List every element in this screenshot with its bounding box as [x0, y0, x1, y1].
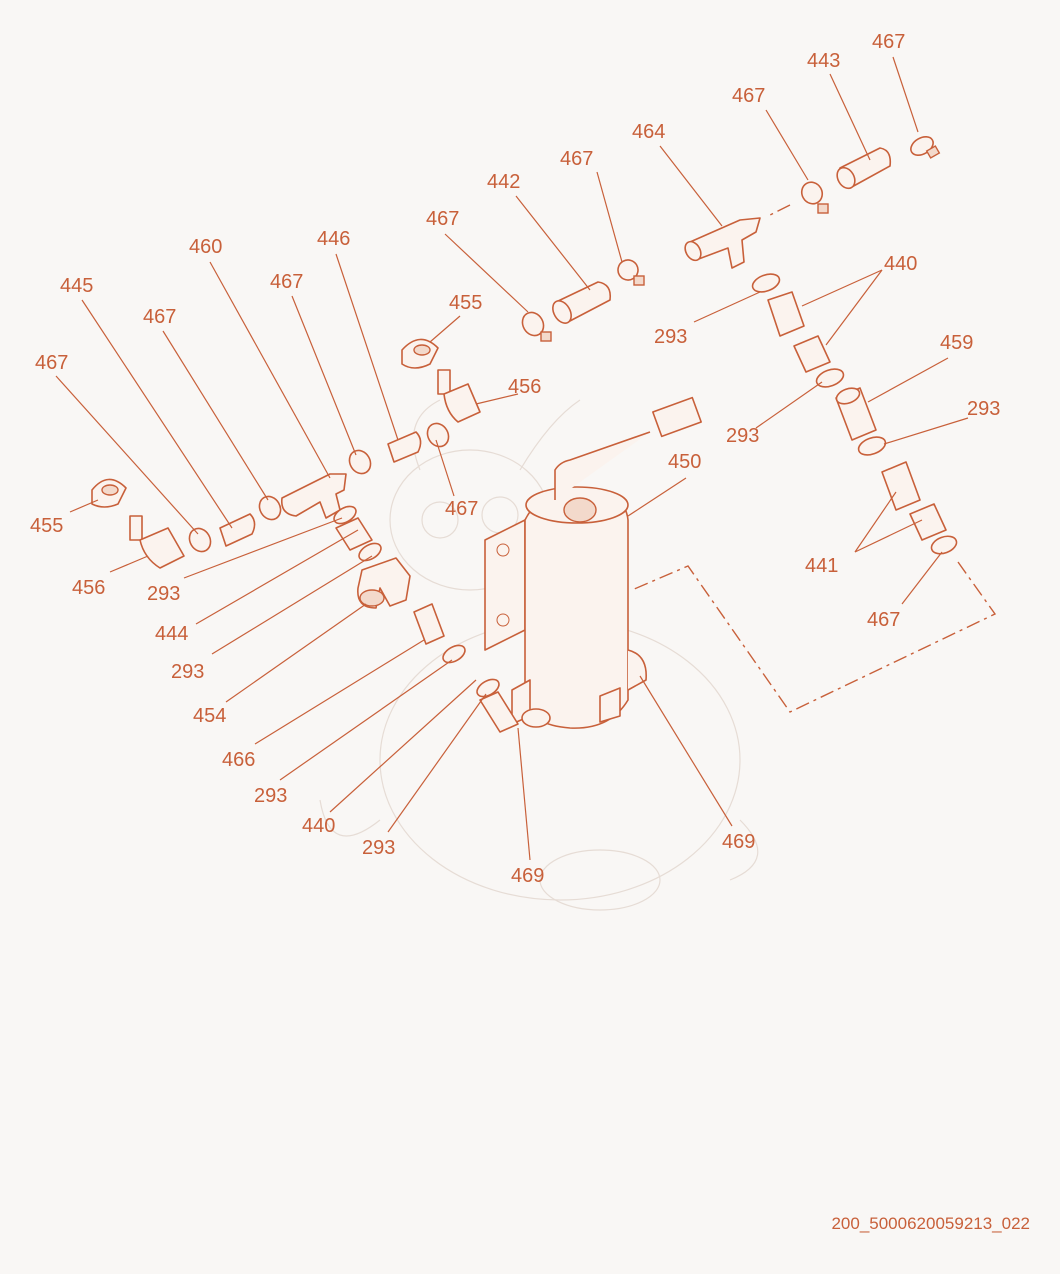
- callout: 450: [668, 451, 701, 473]
- callout: 445: [60, 275, 93, 297]
- leader-lines: [55, 56, 969, 861]
- callout: 293: [726, 425, 759, 447]
- callout: 454: [193, 705, 226, 727]
- callout: 467: [426, 208, 459, 230]
- callout: 440: [884, 253, 917, 275]
- callout: 466: [222, 749, 255, 771]
- callout: 293: [147, 583, 180, 605]
- callout: 455: [449, 292, 482, 314]
- pump-cylinder: [484, 396, 702, 729]
- callout: 456: [508, 376, 541, 398]
- callout: 467: [867, 609, 900, 631]
- callout: 459: [940, 332, 973, 354]
- callout: 467: [445, 498, 478, 520]
- callout: 442: [487, 171, 520, 193]
- callout: 293: [967, 398, 1000, 420]
- upper-right-hose-assembly: [521, 136, 997, 713]
- callout: 467: [143, 306, 176, 328]
- callout: 469: [511, 865, 544, 887]
- callout: 440: [302, 815, 335, 837]
- left-hose-assembly: [91, 338, 551, 733]
- callout: 441: [805, 555, 838, 577]
- callout: 460: [189, 236, 222, 258]
- callout: 446: [317, 228, 350, 250]
- callout: 467: [732, 85, 765, 107]
- callout: 443: [807, 50, 840, 72]
- callout-labels: 467 443 467 464 467 442 467 440 460 446 …: [30, 31, 1000, 887]
- drawing-code: 200_5000620059213_022: [831, 1214, 1030, 1233]
- callout: 444: [155, 623, 188, 645]
- callout: 467: [872, 31, 905, 53]
- callout: 293: [254, 785, 287, 807]
- callout: 455: [30, 515, 63, 537]
- callout: 467: [270, 271, 303, 293]
- callout: 464: [632, 121, 665, 143]
- callout: 293: [171, 661, 204, 683]
- callout: 293: [362, 837, 395, 859]
- callout: 467: [560, 148, 593, 170]
- callout: 469: [722, 831, 755, 853]
- callout: 467: [35, 352, 68, 374]
- callout: 293: [654, 326, 687, 348]
- callout: 456: [72, 577, 105, 599]
